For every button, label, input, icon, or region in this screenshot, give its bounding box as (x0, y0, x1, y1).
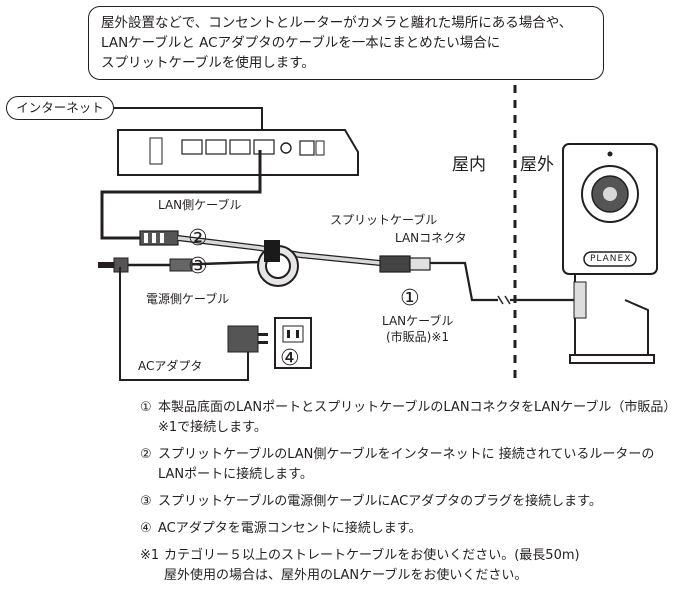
cable-coil (257, 240, 299, 287)
step-item: ② スプリットケーブルのLAN側ケーブルをインターネットに 接続されているルータ… (140, 445, 680, 485)
outdoor-label: 屋外 (520, 155, 554, 175)
power-side-cable-label: 電源側ケーブル (146, 292, 230, 306)
step-text: 本製品底面のLANポートとスプリットケーブルのLANコネクタをLANケーブル（市… (158, 400, 677, 435)
camera-brand-label: PLANEX (590, 254, 632, 264)
step-text: ACアダプタを電源コンセントに接続します。 (158, 521, 422, 536)
power-enclosure (119, 267, 249, 381)
callout-number-4: ④ (280, 346, 300, 371)
step-item: ③ スプリットケーブルの電源側ケーブルにACアダプタのプラグを接続します。 (140, 492, 680, 512)
lan-connector-label: LANコネクタ (395, 231, 467, 245)
step-text: スプリットケーブルのLAN側ケーブルをインターネットに 接続されているルーターの… (158, 447, 655, 482)
lan-connector (379, 255, 431, 273)
lan-cable-label: LANケーブル (382, 314, 454, 328)
callout-line-3: スプリットケーブルを使用します。 (101, 55, 315, 71)
step-number: ② (140, 447, 152, 462)
split-cable-label: スプリットケーブル (330, 213, 438, 227)
step-text: スプリットケーブルの電源側ケーブルにACアダプタのプラグを接続します。 (158, 494, 602, 509)
callout-number-1: ① (400, 286, 420, 311)
footnote: ※1 カテゴリー５以上のストレートケーブルをお使いください。(最長50m) 屋外… (140, 546, 680, 586)
footnote-line-1: カテゴリー５以上のストレートケーブルをお使いください。(最長50m) (164, 548, 580, 563)
lan-side-cable-label: LAN側ケーブル (158, 198, 242, 212)
indoor-label: 屋内 (452, 155, 486, 175)
camera (562, 143, 658, 364)
intro-callout: 屋外設置などで、コンセントとルーターがカメラと離れた場所にある場合や、 LANケ… (88, 6, 604, 80)
camera-lan-cable (430, 261, 498, 302)
footnote-mark: ※1 (140, 548, 160, 563)
step-item: ① 本製品底面のLANポートとスプリットケーブルのLANコネクタをLANケーブル… (140, 398, 680, 438)
callout-number-3: ③ (188, 254, 208, 279)
lan-cable-note-label: (市販品)※1 (386, 330, 450, 344)
ac-adapter-drawing (227, 325, 268, 353)
lan-plug (139, 230, 179, 246)
ac-adapter-label: ACアダプタ (138, 359, 203, 373)
callout-line-2: LANケーブルと ACアダプタのケーブルを一本にまとめたい場合に (101, 35, 501, 51)
footnote-line-2: 屋外使用の場合は、屋外用のLANケーブルをお使いください。 (164, 568, 528, 583)
step-item: ④ ACアダプタを電源コンセントに接続します。 (140, 519, 680, 539)
step-number: ③ (140, 494, 152, 509)
internet-label: インターネット (6, 96, 114, 120)
wall-outlet (274, 317, 312, 369)
callout-number-2: ② (188, 226, 208, 251)
router-lan-cable (100, 150, 262, 240)
step-list: ① 本製品底面のLANポートとスプリットケーブルのLANコネクタをLANケーブル… (140, 398, 680, 586)
step-number: ④ (140, 521, 152, 536)
callout-line-1: 屋外設置などで、コンセントとルーターがカメラと離れた場所にある場合や、 (101, 15, 573, 31)
step-number: ① (140, 400, 152, 415)
router (117, 129, 359, 176)
